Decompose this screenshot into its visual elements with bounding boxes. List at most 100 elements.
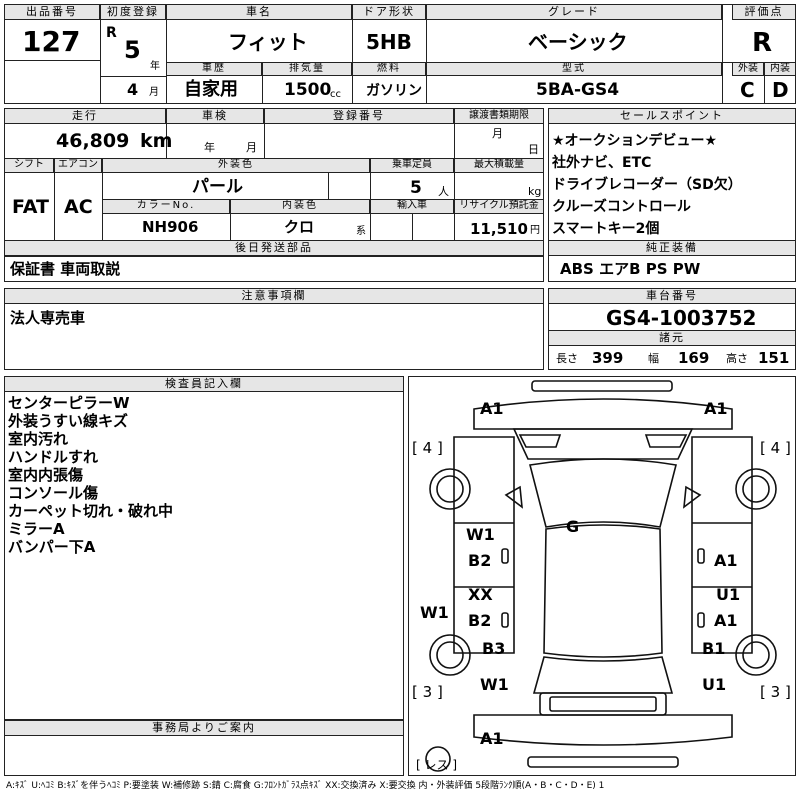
tire-front-left: [ 4 ]	[412, 439, 443, 457]
chassis-no: GS4-1003752	[606, 306, 757, 330]
sales-point-item: ドライブレコーダー（SD欠）	[552, 177, 742, 193]
mark-right-rear: U1	[702, 675, 727, 694]
tire-front-right: [ 4 ]	[760, 439, 791, 457]
aircon-type: AC	[64, 196, 93, 218]
header-inspector-notes: 検査員記入欄	[4, 376, 404, 392]
mark-right-front-door: A1	[714, 551, 738, 570]
int-color-unit: 系	[356, 226, 366, 237]
inspector-note-item: ハンドルすれ	[8, 448, 99, 466]
header-later-parts: 後日発送部品	[4, 240, 544, 256]
mark-left-front-door-lower: B2	[468, 551, 492, 570]
car-diagram-frame	[408, 376, 796, 776]
seating-unit: 人	[438, 185, 449, 198]
header-reg-no: 登録番号	[264, 108, 454, 124]
notes-text: 法人専売車	[10, 309, 86, 327]
inspector-note-item: 外装うすい線キズ	[8, 412, 129, 430]
sales-point-item: ★オークションデビュー★	[552, 133, 718, 149]
sales-point-item: スマートキー2個	[552, 221, 660, 237]
first-reg-year-unit: 年	[150, 61, 160, 72]
ext-color: パール	[192, 177, 243, 197]
header-first-reg: 初度登録	[100, 4, 166, 20]
recycle-unit: 円	[530, 225, 540, 236]
header-genuine-equipment: 純正装備	[548, 240, 796, 256]
header-color-no: カラーNo.	[102, 199, 230, 214]
top-info-frame	[4, 4, 796, 104]
header-recycle: リサイクル預託金	[454, 199, 544, 214]
first-reg-month: 4	[127, 80, 139, 99]
header-int-color: 内装色	[230, 199, 370, 214]
mileage-unit: km	[140, 130, 173, 152]
sales-point-item: 社外ナビ、ETC	[552, 155, 652, 171]
max-load-unit: kg	[528, 185, 542, 198]
displacement-unit: cc	[330, 89, 341, 100]
genuine-equipment: ABS エアB PS PW	[560, 260, 701, 278]
header-door: ドア形状	[352, 4, 426, 20]
header-chassis-no: 車台番号	[548, 288, 796, 304]
transfer-day-unit: 日	[528, 143, 539, 156]
inspector-notes-frame	[4, 376, 404, 720]
later-parts-box	[4, 256, 544, 282]
interior-score: D	[772, 78, 789, 102]
header-transfer-deadline: 譲渡書類期限	[454, 108, 544, 124]
spec-length: 399	[592, 349, 624, 367]
header-score: 評価点	[732, 4, 796, 20]
mark-roof: G	[566, 517, 580, 536]
spec-height: 151	[758, 349, 790, 367]
tire-rear-right: [ 3 ]	[760, 683, 791, 701]
mark-rear-bumper: A1	[480, 729, 504, 748]
header-import: 輸入車	[370, 199, 454, 214]
spec-width-label: 幅	[648, 352, 659, 365]
mark-right-rear-door-lower: A1	[714, 611, 738, 630]
legend: A:ｷｽﾞ U:ﾍｺﾐ B:ｷｽﾞを伴うﾍｺﾐ P:要塗装 W:補修跡 S:錆 …	[6, 781, 605, 791]
inspection-month-unit: 月	[246, 141, 257, 154]
header-lot-no: 出品番号	[4, 4, 100, 20]
header-ext-color: 外装色	[102, 158, 370, 173]
transfer-month-unit: 月	[492, 127, 503, 140]
mark-front-left: A1	[480, 399, 504, 418]
spec-length-label: 長さ	[556, 352, 578, 365]
header-history: 車歴	[166, 62, 262, 76]
inspector-note-item: バンパー下A	[8, 538, 96, 556]
mark-left-front-door: W1	[466, 525, 495, 544]
header-office-notice: 事務局よりご案内	[4, 720, 404, 736]
mark-left-rear-fender: B3	[482, 639, 506, 658]
header-specs: 諸元	[548, 330, 796, 346]
header-max-load: 最大積載量	[454, 158, 544, 173]
header-seating: 乗車定員	[370, 158, 454, 173]
grade: ベーシック	[528, 30, 628, 54]
spec-width: 169	[678, 349, 710, 367]
mark-left-side: W1	[420, 603, 449, 622]
mark-right-rear-door: U1	[716, 585, 741, 604]
color-no: NH906	[142, 218, 199, 236]
overall-score: R	[752, 28, 773, 58]
header-mileage: 走行	[4, 108, 166, 124]
model-code: 5BA-GS4	[536, 80, 620, 100]
mark-front-right: A1	[704, 399, 728, 418]
header-model-code: 型式	[426, 62, 722, 76]
header-interior: 内装	[764, 62, 796, 76]
car-outline-graphic	[425, 380, 777, 772]
door-type: 5HB	[366, 30, 412, 54]
header-fuel: 燃料	[352, 62, 426, 76]
tire-rear-left: [ 3 ]	[412, 683, 443, 701]
header-exterior: 外装	[732, 62, 764, 76]
vehicle-history: 自家用	[184, 79, 238, 100]
int-color: クロ	[284, 218, 315, 236]
seating: 5	[410, 178, 422, 198]
displacement: 1500	[284, 80, 332, 100]
inspector-note-item: センターピラーW	[8, 394, 130, 412]
inspector-note-item: コンソール傷	[8, 484, 99, 502]
header-inspection: 車検	[166, 108, 264, 124]
later-parts: 保証書 車両取説	[10, 260, 121, 278]
recycle-fee: 11,510	[470, 220, 528, 238]
inspector-note-item: 室内汚れ	[8, 430, 69, 448]
header-displacement: 排気量	[262, 62, 352, 76]
mark-left-rear-door: XX	[468, 585, 493, 604]
exterior-score: C	[740, 78, 755, 102]
shift-type: FAT	[12, 196, 49, 218]
inspector-note-item: カーペット切れ・破れ中	[8, 502, 174, 520]
mileage: 46,809	[56, 130, 130, 152]
tire-spare: [ レス ]	[416, 758, 458, 772]
